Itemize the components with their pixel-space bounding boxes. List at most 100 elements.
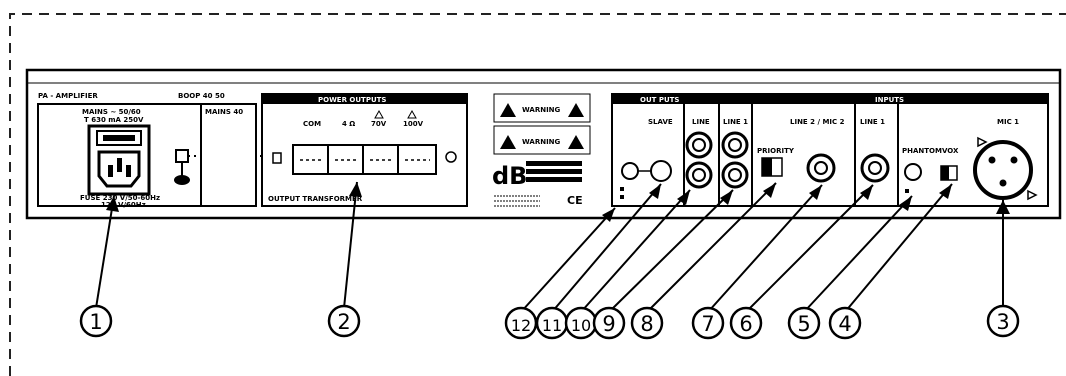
- xlr-pin-3: [999, 179, 1007, 187]
- arrowhead-7: [809, 185, 822, 200]
- arrowhead-2: [349, 182, 362, 197]
- leader-10: [580, 189, 691, 313]
- callout-number-2: 2: [337, 310, 350, 334]
- arrowhead-6: [860, 185, 873, 200]
- callout-number-9: 9: [602, 312, 615, 336]
- phantom-jack: [904, 163, 922, 181]
- warning-triangle-70v: [374, 109, 384, 119]
- arrowhead-9: [720, 190, 733, 205]
- iec-pin-left: [108, 165, 113, 177]
- ground-knob: [174, 175, 190, 185]
- xlr-latch-top: [977, 136, 988, 148]
- callout-circles: [79, 304, 1020, 340]
- leader-4: [844, 183, 953, 313]
- callout-arrowheads: [106, 182, 1010, 222]
- callout-number-4: 4: [838, 312, 851, 336]
- leader-9: [608, 189, 734, 313]
- mount-screw-left: [272, 152, 282, 164]
- slave-jack: [650, 160, 672, 182]
- ce-mark: CE: [567, 194, 583, 207]
- mains-label-bottom: FUSE 230 V/50-60Hz: [80, 194, 160, 202]
- callout-circle-2: [327, 304, 361, 338]
- warning-text-top: WARNING: [522, 106, 561, 114]
- priority-label: PRIORITY: [757, 147, 795, 155]
- vox-switch-mark: [905, 189, 909, 193]
- leader-12: [520, 207, 616, 313]
- slave-label: SLAVE: [648, 118, 673, 126]
- line-label-a: LINE: [692, 118, 710, 126]
- slave-jack-small: [621, 162, 639, 180]
- output-label-4ohm: 4 Ω: [342, 120, 355, 128]
- leader-2: [343, 181, 358, 309]
- iec-pin-center: [117, 158, 122, 172]
- callout-number-12: 12: [511, 316, 531, 335]
- leader-11: [551, 183, 662, 313]
- vox-label: VOX: [942, 147, 959, 155]
- brand-stripe-3: [526, 177, 582, 182]
- brand-logo: dB: [492, 162, 527, 190]
- power-outputs-header: [262, 94, 467, 104]
- arrowhead-8: [763, 183, 776, 198]
- xlr-mic1: [973, 140, 1033, 200]
- leader-1: [95, 195, 115, 309]
- arrowhead-1: [106, 196, 119, 212]
- callout-number-5: 5: [797, 312, 810, 336]
- rca-jack-line-a-bottom-center: [692, 168, 706, 182]
- small-box-label: MAINS 40: [205, 108, 243, 116]
- vox-switch-lever: [941, 166, 949, 180]
- priority-switch-lever: [762, 158, 772, 176]
- arrowhead-3: [996, 200, 1010, 214]
- callout-number-6: 6: [739, 312, 752, 336]
- brand-stripe-2: [526, 169, 582, 174]
- iec-pin-right: [126, 165, 131, 177]
- output-caption: OUTPUT TRANSFORMER: [268, 195, 363, 203]
- power-outputs-title: POWER OUTPUTS: [318, 96, 386, 104]
- warning-text-bottom: WARNING: [522, 138, 561, 146]
- brand-stripe-1: [526, 161, 582, 166]
- slave-switch-label-1: [620, 187, 624, 191]
- arrowhead-11: [649, 184, 661, 199]
- combo-jack-line2-mic2-center: [814, 161, 828, 175]
- callout-circle-7: [691, 306, 725, 340]
- arrowhead-4: [939, 184, 952, 199]
- fuse-element: [103, 135, 135, 141]
- inputs-title: INPUTS: [875, 96, 904, 104]
- mains-label-bottom2: 120 V/60Hz: [101, 201, 146, 209]
- line2-mic2-label: LINE 2 / MIC 2: [790, 118, 845, 126]
- rca-jack-line-b-bottom-center: [728, 168, 742, 182]
- callout-circle-9: [592, 306, 626, 340]
- rca-jack-line-a-top-center: [692, 138, 706, 152]
- callout-circle-1: [79, 304, 113, 338]
- output-label-com: COM: [303, 120, 321, 128]
- rca-jack-line-b-top-center: [728, 138, 742, 152]
- warning-icon-top-right: [568, 103, 584, 117]
- mount-screw-right: [445, 151, 457, 163]
- arrowhead-12: [602, 208, 615, 222]
- callout-number-3: 3: [996, 310, 1009, 334]
- callout-circle-5: [787, 306, 821, 340]
- small-mains-box: [200, 103, 257, 207]
- arrowhead-5: [899, 196, 912, 211]
- warning-icon-bottom-right: [568, 135, 584, 149]
- mic1-label: MIC 1: [997, 118, 1019, 126]
- slave-switch-label-2: [620, 195, 624, 199]
- outputs-section-title: OUT PUTS: [640, 96, 679, 104]
- mains-label-top: MAINS ~ 50/60: [82, 108, 141, 116]
- callout-number-7: 7: [701, 312, 714, 336]
- warning-triangle-100v: [407, 109, 417, 119]
- callout-number-10: 10: [571, 316, 591, 335]
- inputs-header: [752, 94, 1048, 104]
- combo-jack-line1-center: [868, 161, 882, 175]
- xlr-latch-bottom: [1027, 189, 1038, 201]
- line1-label: LINE 1: [860, 118, 885, 126]
- arrowhead-10: [677, 190, 690, 205]
- dashed-boundary: [9, 13, 1066, 376]
- callout-circle-6: [729, 306, 763, 340]
- callout-numbers: 1 2 12 11 10 9 8 7 6 5 4 3: [89, 310, 1009, 336]
- callout-number-8: 8: [640, 312, 653, 336]
- callout-leaders: [95, 181, 1004, 313]
- leader-8: [646, 182, 777, 313]
- phantom-label: PHANTOM: [902, 147, 942, 155]
- callout-number-1: 1: [89, 310, 102, 334]
